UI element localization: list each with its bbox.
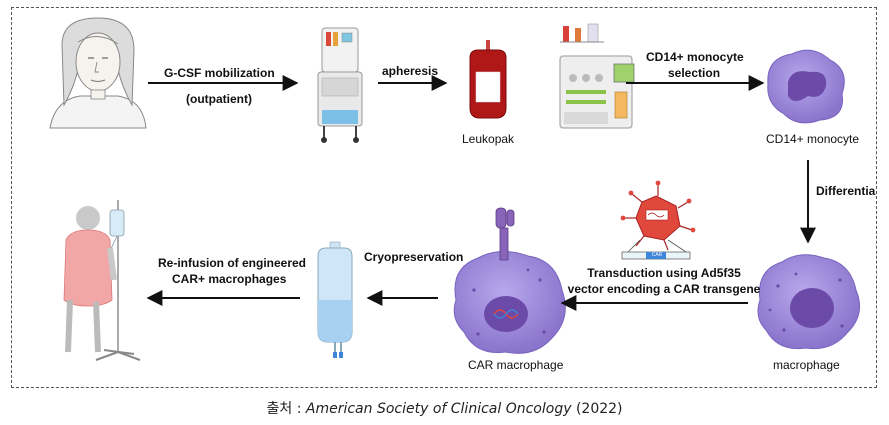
macrophage-cell-icon	[757, 254, 861, 350]
caption-year: (2022)	[571, 401, 623, 417]
label-reinfusion-line1: Re-infusion of engineered	[158, 256, 307, 270]
label-transduction-line2: vector encoding a CAR transgene	[567, 282, 761, 296]
label-car-vector: CAR	[651, 252, 663, 258]
patient-with-iv-pole-icon	[63, 200, 141, 361]
flow-arrows	[146, 75, 816, 311]
source-caption: 출처 : American Society of Clinical Oncolo…	[0, 398, 889, 418]
label-macrophage: macrophage	[773, 358, 840, 372]
label-differentiation: Differentia	[816, 184, 876, 198]
ad5f35-virus-icon	[620, 180, 696, 251]
cell-separator-instrument-icon	[559, 23, 635, 129]
cryo-iv-bag-icon	[317, 241, 353, 358]
label-cd14-monocyte: CD14+ monocyte	[766, 132, 860, 146]
label-cryopreservation: Cryopreservation	[364, 250, 464, 264]
caption-prefix: 출처 :	[266, 401, 306, 417]
cd14-monocyte-cell-icon	[767, 49, 845, 124]
label-car-macrophage: CAR macrophage	[468, 358, 564, 372]
label-cd14-selection-line1: CD14+ monocyte	[646, 50, 744, 64]
label-reinfusion-line2: CAR+ macrophages	[172, 272, 287, 286]
label-cd14-selection-line2: selection	[668, 66, 721, 80]
leukopak-bag-icon	[469, 40, 507, 119]
apheresis-machine-icon	[317, 27, 363, 143]
car-vector-plasmid-icon	[621, 239, 691, 260]
label-gcsf-mobilization: G-CSF mobilization	[164, 66, 275, 80]
patient-portrait-icon	[49, 17, 147, 129]
diagram-frame	[11, 7, 877, 388]
caption-source: American Society of Clinical Oncology	[305, 401, 572, 417]
label-leukopak: Leukopak	[462, 132, 515, 146]
label-apheresis: apheresis	[382, 64, 439, 78]
car-macrophage-cell-icon	[453, 207, 566, 354]
label-outpatient: (outpatient)	[186, 92, 252, 106]
label-transduction-line1: Transduction using Ad5f35	[587, 266, 741, 280]
